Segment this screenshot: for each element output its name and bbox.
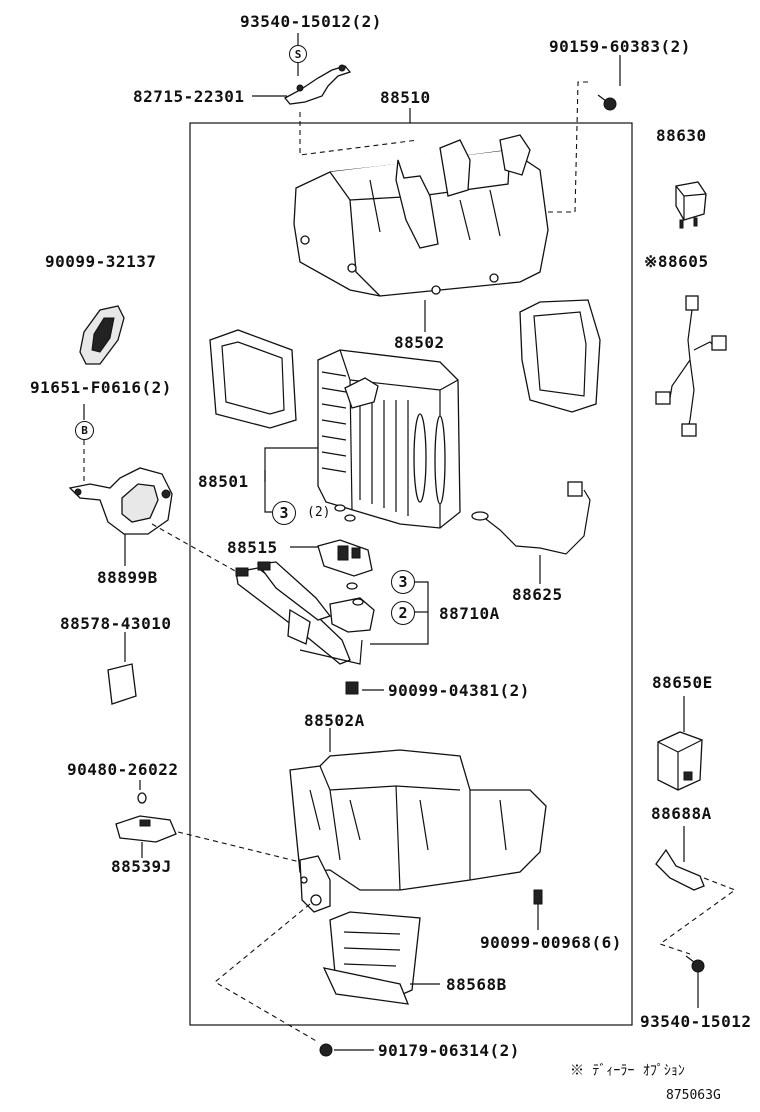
label-88578-43010: 88578-43010 [60, 614, 172, 633]
label-93540-15012: 93540-15012 [640, 1012, 752, 1031]
relay-88630 [675, 181, 707, 229]
label-88625: 88625 [512, 585, 563, 604]
amplifier-88650E [657, 731, 703, 791]
callout-3-upper: 3 [272, 501, 296, 525]
seal-right [519, 299, 601, 413]
label-90099-32137: 90099-32137 [45, 252, 157, 271]
assembly-frame [189, 122, 633, 1026]
figure-id: 875063G [666, 1088, 721, 1103]
label-88515: 88515 [227, 538, 278, 557]
label-88630: 88630 [656, 126, 707, 145]
footer-note: ※ ﾃﾞｨｰﾗｰ ｵﾌﾟｼｮﾝ [570, 1063, 685, 1079]
screw-93540-15012 [685, 955, 705, 973]
grommet-88899B [68, 467, 173, 535]
label-88502A: 88502A [304, 711, 365, 730]
label-88510: 88510 [380, 88, 431, 107]
label-88605: ※88605 [644, 252, 709, 271]
label-88899B: 88899B [97, 568, 158, 587]
label-qty-2: (2) [307, 505, 331, 520]
grommet-90099-32137 [79, 305, 125, 365]
upper-case-88510 [293, 134, 549, 297]
callout-2: 2 [391, 601, 415, 625]
label-88501: 88501 [198, 472, 249, 491]
bolt-90099-04381 [345, 681, 359, 695]
label-82715-22301: 82715-22301 [133, 87, 245, 106]
label-90179-06314-2: 90179-06314(2) [378, 1041, 520, 1060]
label-88650E: 88650E [652, 673, 713, 692]
washer-90480-26022 [137, 792, 147, 804]
pad-88578-43010 [107, 663, 137, 705]
label-88710A: 88710A [439, 604, 500, 623]
evaporator-88501 [317, 349, 461, 529]
screw-90099-00968 [533, 889, 543, 905]
thermistor-88625 [471, 481, 591, 555]
bracket-88688A [655, 826, 705, 891]
drain-plate-88568B [322, 911, 421, 1005]
lower-case-88502A [289, 749, 547, 913]
label-90480-26022: 90480-26022 [67, 760, 179, 779]
seal-left [209, 329, 297, 429]
label-93540-15012-2: 93540-15012(2) [240, 12, 382, 31]
label-88502: 88502 [394, 333, 445, 352]
label-91651-F0616-2: 91651-F0616(2) [30, 378, 172, 397]
wire-harness-88605 [655, 295, 727, 437]
tube-assembly-88710A [235, 561, 375, 665]
label-90099-04381-2: 90099-04381(2) [388, 681, 530, 700]
label-90159-60383-2: 90159-60383(2) [549, 37, 691, 56]
callout-b: B [75, 421, 94, 440]
callout-3-lower: 3 [391, 570, 415, 594]
nut-90179-06314 [319, 1043, 333, 1057]
label-90099-00968-6: 90099-00968(6) [480, 933, 622, 952]
expansion-valve-88515 [317, 539, 373, 577]
label-88688A: 88688A [651, 804, 712, 823]
socket-88539J [115, 815, 177, 843]
label-88568B: 88568B [446, 975, 507, 994]
bracket-82715-22301 [283, 64, 352, 105]
callout-s: S [289, 45, 307, 63]
screw-90159-60383 [597, 94, 617, 111]
label-88539J: 88539J [111, 857, 172, 876]
